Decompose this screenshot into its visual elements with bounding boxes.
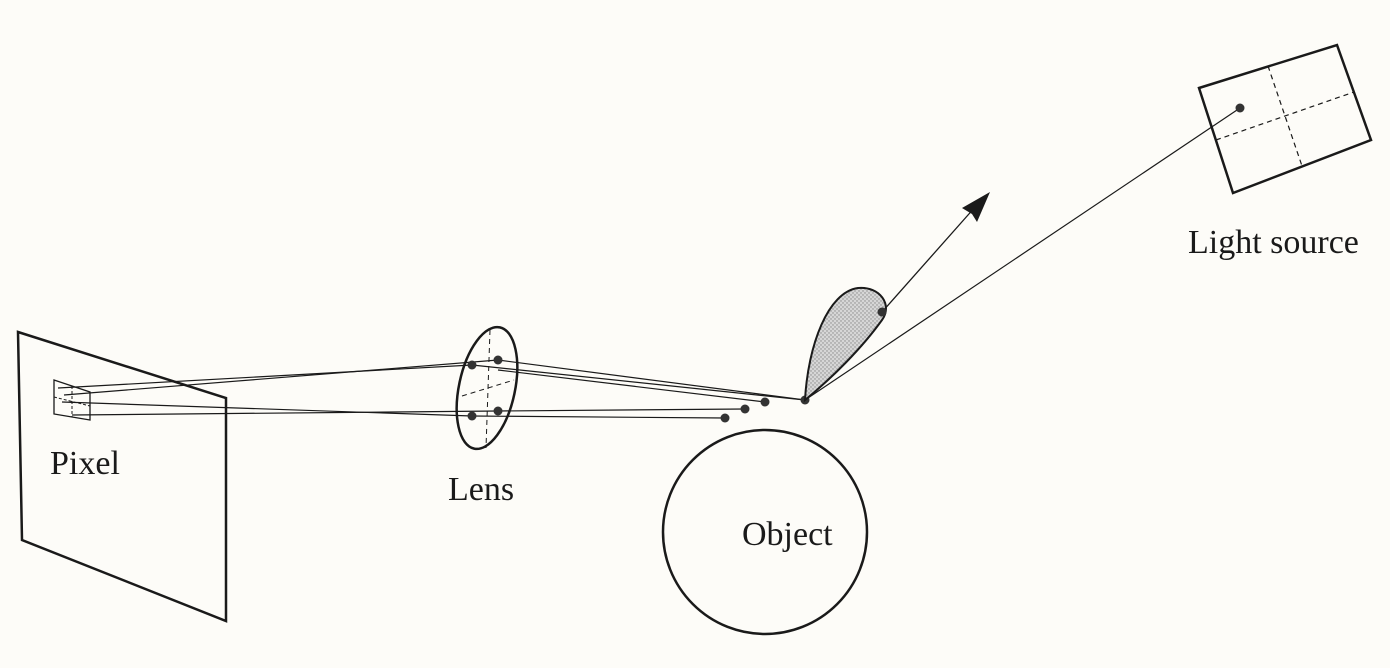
object-label: Object [742, 516, 833, 553]
ray-to-light [804, 107, 1241, 401]
reflection-lobe [803, 286, 887, 403]
pixel-label: Pixel [50, 445, 120, 482]
reflected-ray-arrow [881, 192, 990, 313]
pixel-grid [53, 379, 91, 421]
rays-lens-to-object [471, 359, 806, 419]
lens [455, 325, 519, 451]
light-source-label: Light source [1188, 224, 1359, 261]
light-source [1197, 43, 1373, 195]
object-sphere [661, 428, 869, 636]
image-plane [16, 330, 228, 623]
rays-pixel-to-lens [57, 359, 499, 417]
lens-label: Lens [448, 471, 515, 508]
